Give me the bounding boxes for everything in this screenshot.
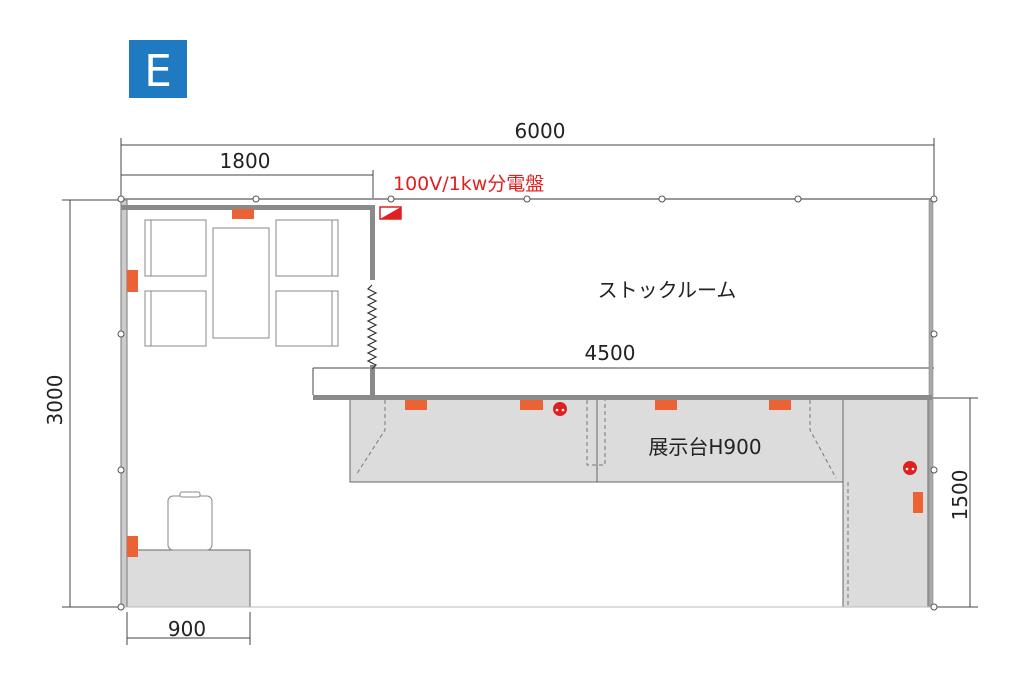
spotlight-icon — [769, 400, 791, 410]
spotlight-icon — [405, 400, 427, 410]
outlet-icon — [903, 461, 917, 475]
dim-booth-width: 1800 — [220, 149, 271, 173]
stock-room-label: ストックルーム — [598, 278, 737, 302]
dim-total-width: 6000 — [515, 119, 566, 143]
spotlight-icon — [127, 536, 138, 557]
dimension-lines — [62, 138, 978, 645]
table-icon — [212, 227, 270, 339]
table-dashes — [355, 400, 849, 605]
booth-badge: E — [129, 40, 187, 98]
distribution-panel-label: 100V/1kw分電盤 — [393, 173, 544, 195]
curtain-icon — [366, 284, 378, 370]
wall-joints — [117, 195, 938, 611]
dim-counter-width: 4500 — [585, 341, 636, 365]
chair-icon — [275, 219, 339, 277]
spotlight-icon — [520, 400, 543, 410]
distribution-panel-icon — [379, 206, 402, 220]
chair-icon — [144, 290, 207, 347]
display-table-label: 展示台H900 — [648, 435, 761, 459]
spotlight-icon — [913, 492, 923, 513]
dim-right-depth: 1500 — [948, 470, 972, 521]
dim-small-counter: 900 — [168, 617, 206, 641]
outlet-icon — [553, 402, 567, 416]
spotlight-icon — [232, 209, 254, 219]
chair-icon — [275, 290, 339, 347]
trash-can-icon — [167, 495, 213, 551]
badge-label: E — [144, 46, 172, 97]
chair-icon — [144, 219, 207, 277]
spotlight-icon — [655, 400, 677, 410]
furniture — [144, 219, 339, 551]
small-counter — [126, 549, 251, 608]
spotlight-icon — [127, 270, 138, 292]
spotlights — [127, 209, 923, 557]
dim-total-depth: 3000 — [43, 375, 67, 426]
display-table — [126, 398, 929, 608]
